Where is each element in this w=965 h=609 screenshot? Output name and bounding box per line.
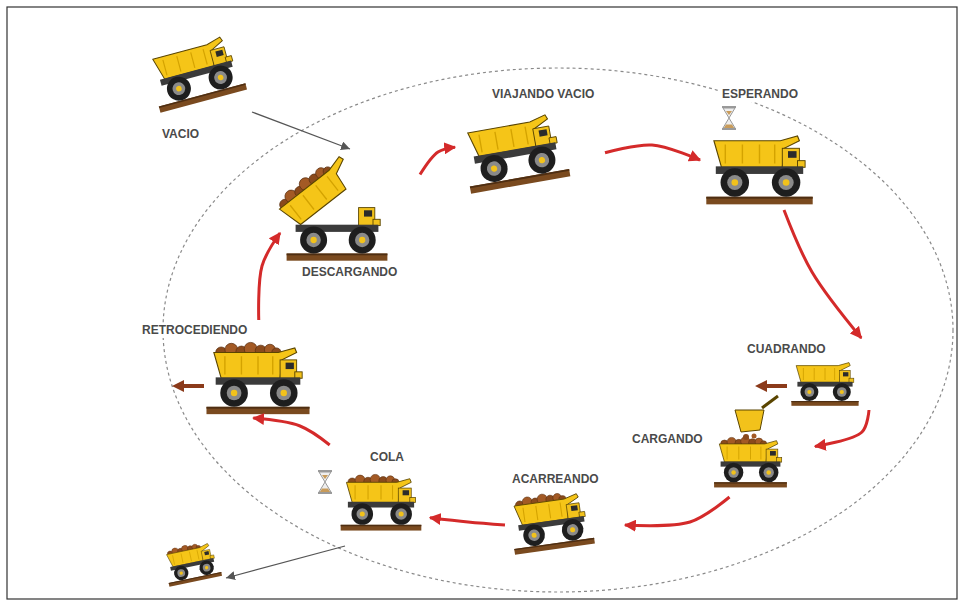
stage-label: ESPERANDO xyxy=(720,87,800,102)
truck-dumping xyxy=(273,151,387,260)
truck-empty xyxy=(706,136,812,204)
truck-loaded xyxy=(714,437,787,488)
cycle-arrow xyxy=(430,518,505,525)
stage-label: VACIO xyxy=(160,127,201,142)
truck-loaded xyxy=(341,474,422,530)
stage-node: CUADRANDO xyxy=(745,338,900,410)
cycle-arrow xyxy=(605,145,700,160)
stage-node: VIAJANDO VACIO xyxy=(455,85,605,198)
hourglass-icon xyxy=(722,106,736,130)
truck-empty xyxy=(791,363,858,406)
stage-node: ESPERANDO xyxy=(700,85,820,210)
cycle-arrow xyxy=(253,418,329,445)
shovel-bucket xyxy=(735,396,778,440)
truck-empty xyxy=(146,34,247,113)
cycle-arrow xyxy=(259,233,280,320)
cycle-arrow xyxy=(815,410,869,446)
move-arrow xyxy=(172,380,204,392)
stage-node: CARGANDO xyxy=(625,405,815,497)
frame xyxy=(7,7,957,599)
stage-node: ACARREANDO xyxy=(505,465,625,565)
stage-label: CUADRANDO xyxy=(745,342,828,357)
stage-node: COLA xyxy=(312,445,430,542)
stage-node: DESCARGANDO xyxy=(280,155,420,285)
truck-empty xyxy=(460,112,571,193)
stage-label: RETROCEDIENDO xyxy=(140,323,249,338)
stage-label: COLA xyxy=(368,450,406,465)
stage-node: VACIO xyxy=(140,35,250,147)
cycle-arrow xyxy=(784,210,861,338)
stage-label: CARGANDO xyxy=(630,432,705,447)
exit-arrow xyxy=(226,546,345,578)
truck-loaded xyxy=(507,488,595,555)
truck-loaded xyxy=(206,342,309,414)
hourglass-icon xyxy=(318,470,332,494)
entry-arrow xyxy=(252,112,350,149)
truck-loaded xyxy=(162,539,222,587)
cycle-arrow xyxy=(625,497,730,526)
move-arrow xyxy=(755,380,787,392)
cycle-arrow xyxy=(420,147,455,174)
stage-label: ACARREANDO xyxy=(510,472,601,487)
stage-label: VIAJANDO VACIO xyxy=(490,87,596,102)
stage-label: DESCARGANDO xyxy=(300,265,399,280)
cycle-ellipse xyxy=(163,68,953,592)
stage-node: RETROCEDIENDO xyxy=(135,320,317,418)
